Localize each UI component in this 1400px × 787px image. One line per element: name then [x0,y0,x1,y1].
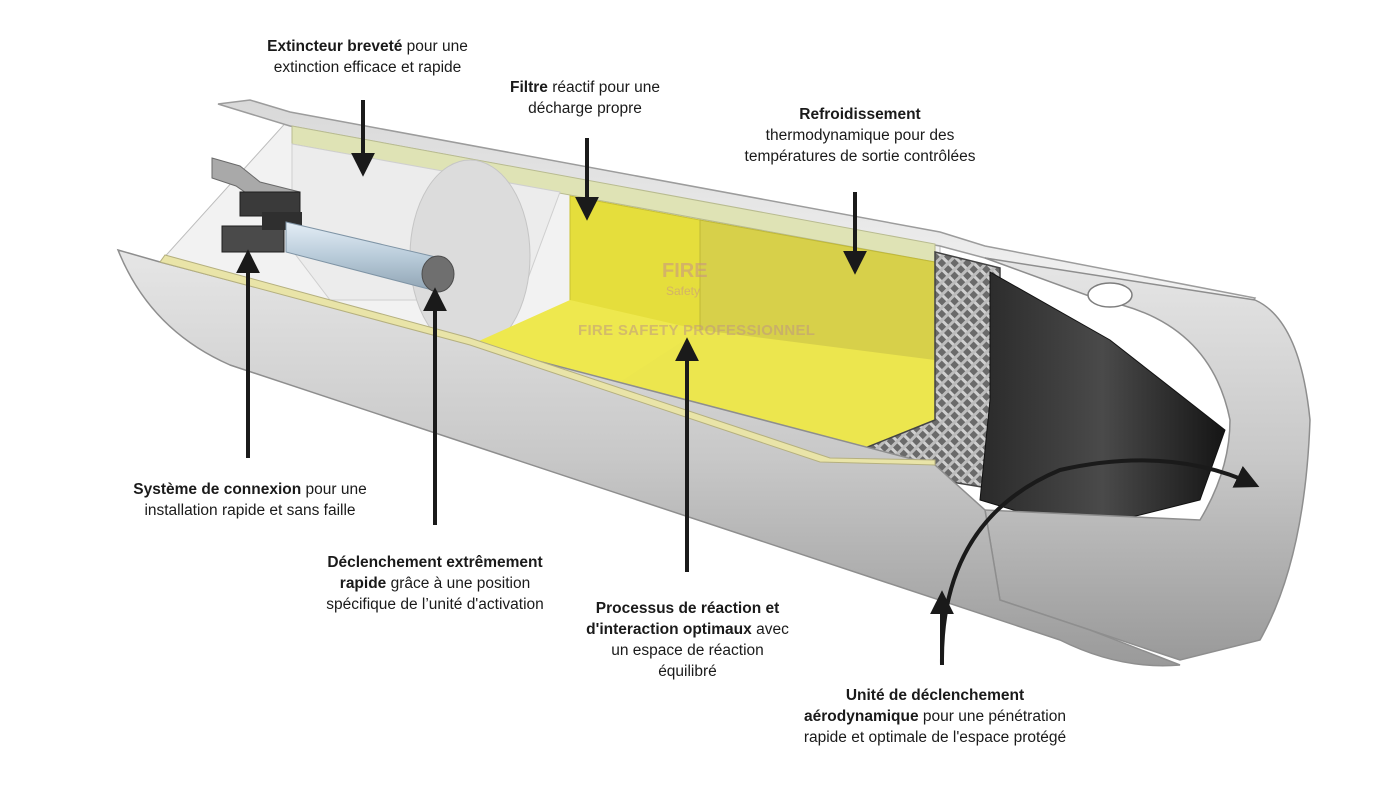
callout-connexion-line2: installation rapide et sans faille [144,502,356,519]
callout-unite: Unité de déclenchement aérodynamique pou… [770,685,1100,748]
callout-processus-rest2: avec [751,621,789,638]
callout-unite-line3: rapide et optimale de l'espace protégé [803,729,1067,746]
insulation-strip-bottom [159,254,936,466]
callout-connexion-bold: Système de connexion [133,481,302,498]
tube-outer-body [116,248,1181,667]
callout-filtre-line2: décharge propre [528,100,642,117]
watermark-text: FIRE SAFETY PROFESSIONNEL [578,322,816,339]
callout-extincteur-line2: extinction efficace et rapide [273,59,462,76]
callout-refroidissement: Refroidissement thermodynamique pour des… [715,104,1005,167]
callout-declenchement-rest2: grâce à une position [386,575,531,592]
callout-processus-bold1: Processus de réaction et [595,600,780,617]
callout-unite-bold2: aérodynamique [804,708,919,725]
arrow-unite [939,458,1260,666]
callout-processus: Processus de réaction et d'interaction o… [560,598,815,682]
activation-rod-end [421,255,455,293]
callout-extincteur: Extincteur breveté pour une extinction e… [240,36,495,78]
callout-processus-line3: un espace de réaction [611,642,764,659]
callout-declenchement-bold1: Déclenchement extrêmement [327,554,543,571]
callout-extincteur-bold: Extincteur breveté [267,38,403,55]
watermark-logo-line1: FIRE [662,260,708,282]
callout-refroidissement-line3: températures de sortie contrôlées [744,148,976,165]
callout-filtre: Filtre réactif pour une décharge propre [490,77,680,119]
tube-vent-hole-top [1087,282,1133,308]
callout-refroidissement-line2: thermodynamique pour des [765,127,955,144]
callout-connexion-rest: pour une [301,481,367,498]
callout-extincteur-rest: pour une [402,38,468,55]
watermark-logo: FIRE Safety [652,248,722,304]
watermark-logo-line2: Safety [666,284,701,298]
callout-filtre-rest: réactif pour une [547,79,660,96]
callout-connexion: Système de connexion pour une installati… [105,479,395,521]
trigger-cone [979,271,1226,531]
callout-filtre-bold: Filtre [510,79,548,96]
callout-declenchement-bold2: rapide [339,575,387,592]
callout-unite-bold1: Unité de déclenchement [845,687,1025,704]
callout-unite-rest2: pour une pénétration [918,708,1066,725]
callout-declenchement: Déclenchement extrêmement rapide grâce à… [290,552,580,615]
callout-refroidissement-bold: Refroidissement [799,106,921,123]
callout-processus-bold2: d'interaction optimaux [586,621,752,638]
callout-processus-line4: équilibré [658,663,717,680]
callout-declenchement-line3: spécifique de l’unité d'activation [326,596,544,613]
tube-right-end [984,257,1311,661]
cooling-floor [600,330,935,462]
